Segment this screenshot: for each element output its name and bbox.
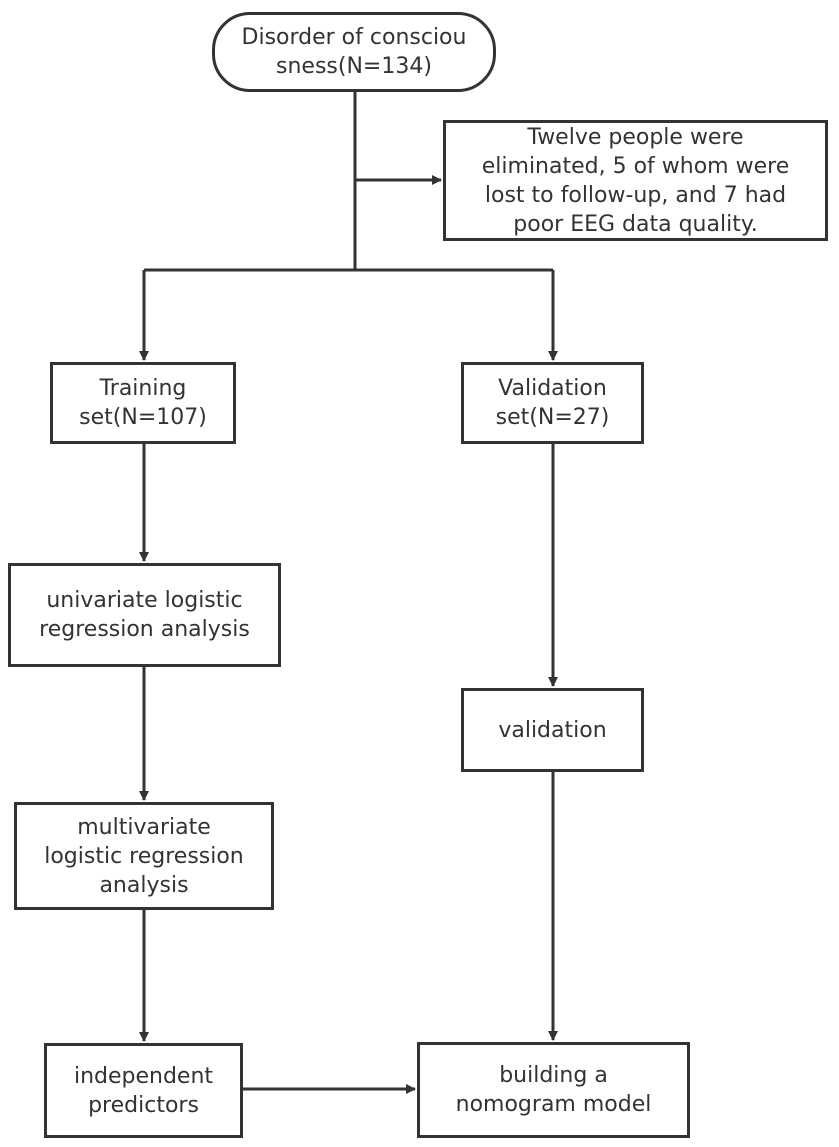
- nomogram-label: building a nomogram model: [455, 1063, 652, 1117]
- validation-set-node: Validation set(N=27): [461, 362, 644, 444]
- predictors-label: independent predictors: [73, 1063, 214, 1118]
- validation-set-label: Validation set(N=27): [495, 376, 610, 430]
- exclusion-label: Twelve people were eliminated, 5 of whom…: [481, 124, 790, 237]
- predictors-node: independent predictors: [44, 1043, 243, 1138]
- univariate-node: univariate logistic regression analysis: [8, 563, 281, 667]
- multivariate-node: multivariate logistic regression analysi…: [14, 802, 274, 910]
- nomogram-node: building a nomogram model: [417, 1042, 690, 1138]
- validation-node: validation: [461, 688, 644, 772]
- validation-label: validation: [498, 717, 607, 743]
- start-label: Disorder of consciou sness(N=134): [241, 25, 467, 79]
- start-node: Disorder of consciou sness(N=134): [212, 12, 496, 92]
- univariate-label: univariate logistic regression analysis: [39, 588, 250, 642]
- exclusion-node: Twelve people were eliminated, 5 of whom…: [443, 120, 828, 241]
- training-set-node: Training set(N=107): [50, 362, 236, 444]
- multivariate-label: multivariate logistic regression analysi…: [44, 814, 244, 898]
- training-set-label: Training set(N=107): [79, 376, 207, 430]
